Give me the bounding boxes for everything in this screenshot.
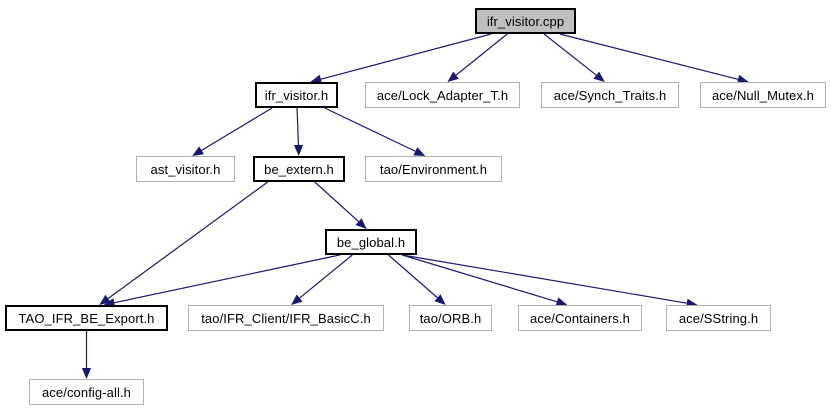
- arrowhead-icon: [103, 298, 116, 308]
- node-label: tao/ORB.h: [419, 310, 482, 326]
- edge-be_global-to-containers: [402, 254, 568, 307]
- arrowhead-icon: [293, 144, 304, 156]
- node-label: ast_visitor.h: [150, 161, 221, 177]
- node-be_global[interactable]: be_global.h: [325, 229, 417, 255]
- node-tao_orb[interactable]: tao/ORB.h: [409, 305, 492, 331]
- node-label: be_extern.h: [264, 161, 334, 177]
- edge-ifr_visitor_h-to-environment: [324, 107, 426, 156]
- node-ifr_basicc[interactable]: tao/IFR_Client/IFR_BasicC.h: [188, 305, 384, 331]
- arrowhead-icon: [736, 74, 749, 84]
- edge-be_extern-to-be_global: [314, 181, 367, 229]
- edge-ifr_visitor_h-to-ast_visitor: [192, 107, 273, 156]
- node-label: tao/IFR_Client/IFR_BasicC.h: [201, 310, 371, 326]
- node-ifr_be_export[interactable]: TAO_IFR_BE_Export.h: [5, 305, 168, 331]
- arrowhead-icon: [434, 294, 446, 305]
- edge-ifr_visitor_cpp-to-lock_adapter: [447, 33, 508, 82]
- edge-ifr_be_export-to-config_all: [81, 331, 92, 379]
- node-label: ace/Containers.h: [530, 310, 630, 326]
- node-label: ace/Synch_Traits.h: [553, 87, 667, 103]
- arrowhead-icon: [447, 71, 459, 82]
- arrowhead-icon: [291, 294, 303, 305]
- edge-be_extern-to-ifr_be_export: [99, 181, 269, 305]
- arrowhead-icon: [413, 147, 426, 156]
- node-label: ifr_visitor.h: [264, 87, 329, 103]
- node-synch_traits[interactable]: ace/Synch_Traits.h: [541, 82, 679, 108]
- node-label: ace/config-all.h: [41, 384, 132, 400]
- arrowhead-icon: [555, 297, 568, 307]
- node-ifr_visitor_cpp[interactable]: ifr_visitor.cpp: [475, 8, 576, 34]
- node-environment[interactable]: tao/Environment.h: [365, 156, 502, 182]
- node-lock_adapter[interactable]: ace/Lock_Adapter_T.h: [365, 82, 520, 108]
- node-label: TAO_IFR_BE_Export.h: [18, 310, 155, 326]
- node-be_extern[interactable]: be_extern.h: [253, 156, 345, 182]
- node-containers[interactable]: ace/Containers.h: [518, 305, 642, 331]
- arrowhead-icon: [355, 218, 367, 229]
- edge-be_global-to-ifr_basicc: [291, 254, 353, 305]
- node-null_mutex[interactable]: ace/Null_Mutex.h: [700, 82, 826, 108]
- arrowhead-icon: [593, 71, 605, 82]
- node-label: ace/Lock_Adapter_T.h: [376, 87, 509, 103]
- node-label: ace/SString.h: [678, 310, 759, 326]
- node-label: ifr_visitor.cpp: [486, 13, 565, 29]
- edge-ifr_visitor_cpp-to-ifr_visitor_h: [310, 33, 492, 84]
- node-sstring[interactable]: ace/SString.h: [666, 305, 771, 331]
- node-ifr_visitor_h[interactable]: ifr_visitor.h: [255, 82, 338, 108]
- node-ast_visitor[interactable]: ast_visitor.h: [136, 156, 235, 182]
- edge-ifr_visitor_cpp-to-synch_traits: [543, 33, 605, 82]
- node-label: be_global.h: [336, 234, 406, 250]
- edge-ifr_visitor_cpp-to-null_mutex: [559, 33, 749, 84]
- node-label: tao/Environment.h: [379, 161, 488, 177]
- node-config_all[interactable]: ace/config-all.h: [29, 379, 144, 405]
- edge-be_global-to-tao_orb: [388, 254, 446, 305]
- edge-be_global-to-ifr_be_export: [103, 254, 340, 308]
- arrowhead-icon: [81, 368, 92, 379]
- edge-ifr_visitor_h-to-be_extern: [293, 107, 304, 156]
- arrowhead-icon: [192, 146, 204, 156]
- node-label: ace/Null_Mutex.h: [711, 87, 815, 103]
- arrowhead-icon: [310, 74, 323, 84]
